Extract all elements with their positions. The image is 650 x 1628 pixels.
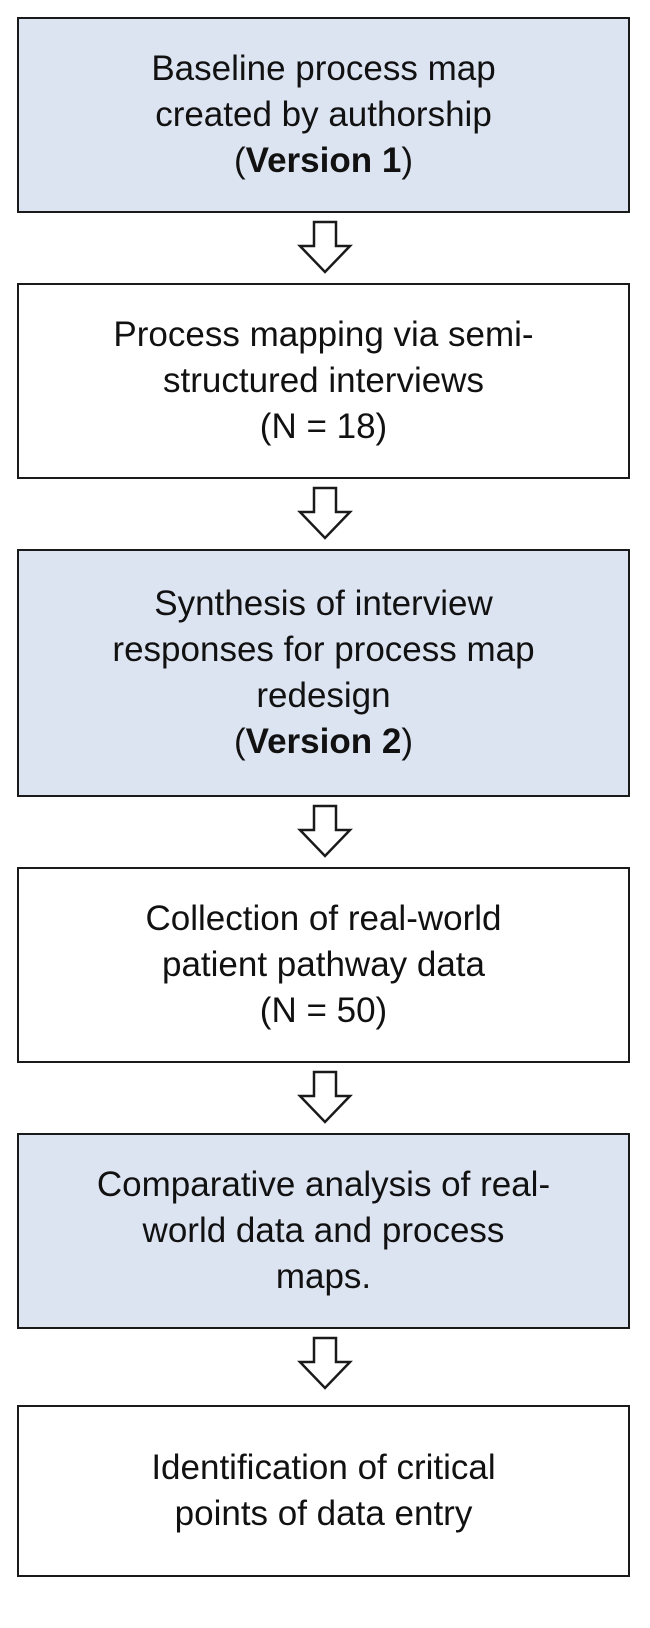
step-3-line-2: responses for process map: [112, 629, 535, 669]
arrow-down-icon-4: [297, 1070, 353, 1124]
step-5-line-1: Comparative analysis of real-: [96, 1164, 551, 1204]
step-6-line-2: points of data entry: [174, 1494, 473, 1533]
step-5-line-3: maps.: [275, 1257, 372, 1297]
step-1-box: Baseline process map created by authorsh…: [17, 17, 630, 213]
step-3-version-label: Version 2: [245, 722, 402, 762]
step-6-box: Identification of critical points of dat…: [17, 1405, 630, 1577]
step-2-line-2: structured interviews: [163, 360, 484, 400]
step-1-line-1: Baseline process map: [151, 48, 496, 88]
arrow-down-icon-3: [297, 804, 353, 858]
step-5-box: Comparative analysis of real- world data…: [17, 1133, 630, 1329]
step-5-line-2: world data and process: [142, 1210, 505, 1250]
step-4-box: Collection of real-world patient pathway…: [17, 867, 630, 1063]
step-4-line-2: patient pathway data: [161, 944, 485, 984]
arrow-down-icon-1: [297, 220, 353, 274]
step-1-version-label: Version 1: [245, 141, 402, 181]
step-3-line-3: redesign: [256, 676, 391, 715]
step-2-line-3: (N = 18): [259, 407, 388, 447]
step-4-line-1: Collection of real-world: [145, 898, 502, 938]
step-6-line-1: Identification of critical: [151, 1447, 496, 1487]
arrow-down-icon-5: [297, 1336, 353, 1390]
arrow-down-icon-2: [297, 486, 353, 540]
step-3-version: (Version 2): [234, 722, 413, 762]
step-4-line-3: (N = 50): [259, 991, 388, 1031]
step-1-version: (Version 1): [234, 141, 413, 181]
step-2-line-1: Process mapping via semi-: [113, 314, 534, 354]
step-1-line-2: created by authorship: [155, 94, 492, 134]
step-3-line-1: Synthesis of interview: [154, 583, 493, 623]
step-2-box: Process mapping via semi- structured int…: [17, 283, 630, 479]
step-3-box: Synthesis of interview responses for pro…: [17, 549, 630, 797]
